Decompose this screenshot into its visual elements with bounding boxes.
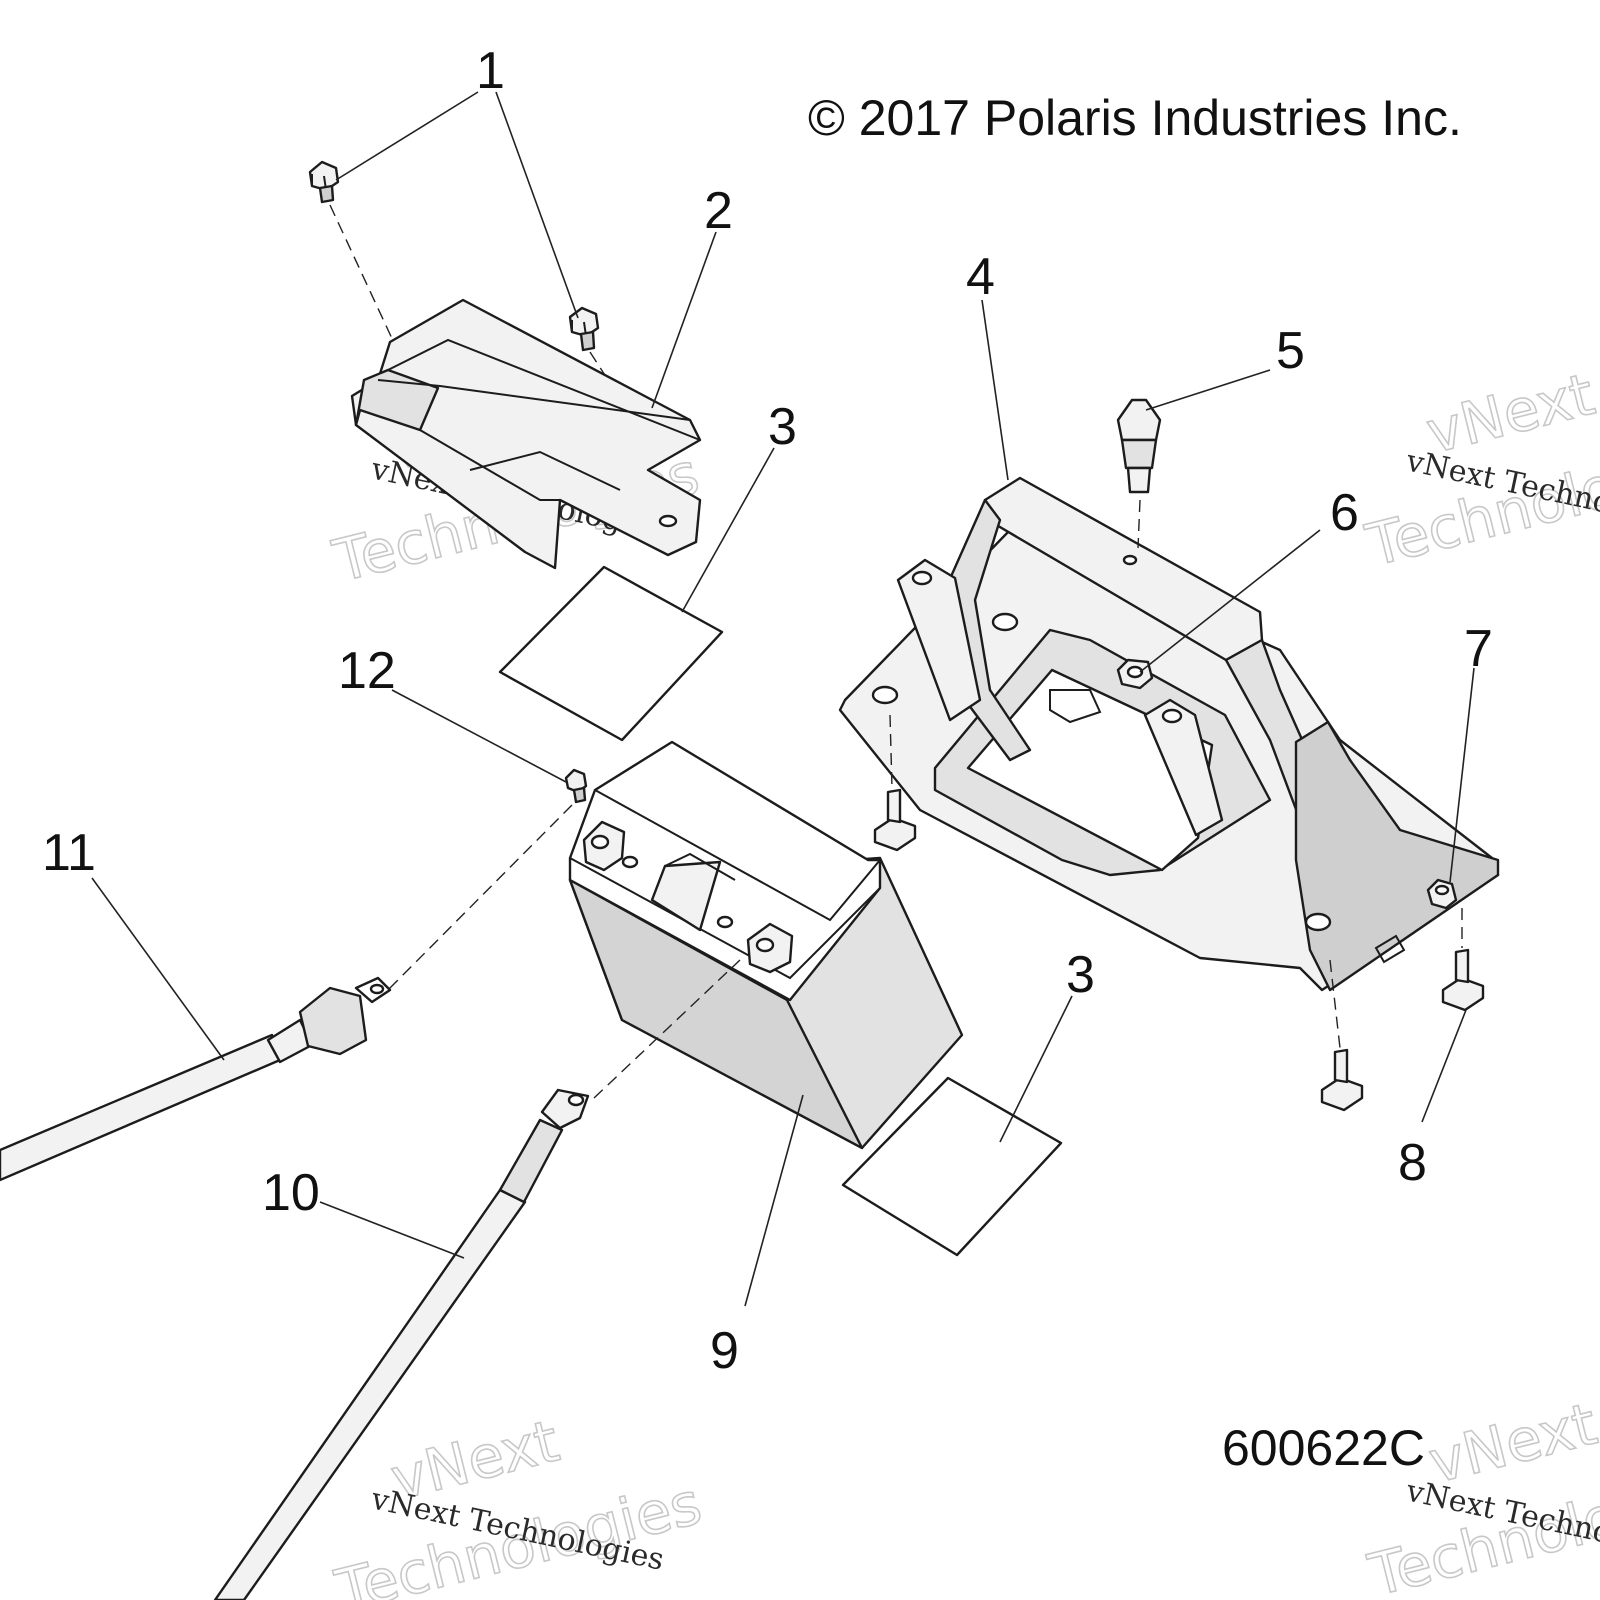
- callout-2: 2: [704, 182, 733, 240]
- push-pin-part-5: [1116, 398, 1162, 494]
- cable-10-dashed-path: [593, 959, 741, 1099]
- callout-7: 7: [1464, 620, 1493, 678]
- pin-5-dashed-path: [1137, 499, 1141, 549]
- stud-8c-dashed-path: [1329, 959, 1341, 1049]
- watermark-bottom-right: vNext Technologies: [1361, 1389, 1600, 1600]
- battery-cover-part-2: [350, 298, 702, 570]
- nut-part-7: [1426, 878, 1458, 910]
- leader-lines: [91, 91, 1475, 1307]
- callout-10: 10: [262, 1164, 320, 1222]
- watermark-vnext: vNext: [1422, 1390, 1600, 1497]
- cable-part-10: [213, 1088, 590, 1600]
- callout-8: 8: [1398, 1134, 1427, 1192]
- cable-part-11: [0, 976, 392, 1182]
- copyright-text: © 2017 Polaris Industries Inc.: [808, 90, 1462, 146]
- stud-part-8c: [1320, 1048, 1364, 1112]
- battery-part-9: [568, 740, 964, 1150]
- bolt-part-1a: [308, 160, 340, 204]
- figure-code: 600622C: [1222, 1420, 1425, 1476]
- stud-part-8a: [873, 788, 917, 852]
- callout-6: 6: [1330, 484, 1359, 542]
- battery-tray-part-4: [838, 476, 1500, 992]
- pad-part-3-upper: [498, 565, 724, 742]
- stud-8a-dashed-path: [889, 714, 893, 789]
- stud-part-8b: [1441, 948, 1485, 1012]
- nut-12-dashed-path: [387, 804, 573, 991]
- callout-3-upper: 3: [768, 398, 797, 456]
- callout-9: 9: [710, 1322, 739, 1380]
- grommet-part-6: [1116, 658, 1154, 690]
- pad-part-3-lower: [841, 1076, 1063, 1257]
- callout-4: 4: [966, 248, 995, 306]
- callout-11: 11: [42, 824, 96, 882]
- bolt-part-1b: [568, 306, 600, 352]
- callout-1: 1: [476, 42, 505, 100]
- callout-3-lower: 3: [1066, 946, 1095, 1004]
- callout-5: 5: [1276, 322, 1305, 380]
- bolt-1a-dashed-path: [329, 204, 396, 346]
- callout-12: 12: [338, 642, 396, 700]
- nut-part-12: [564, 768, 588, 804]
